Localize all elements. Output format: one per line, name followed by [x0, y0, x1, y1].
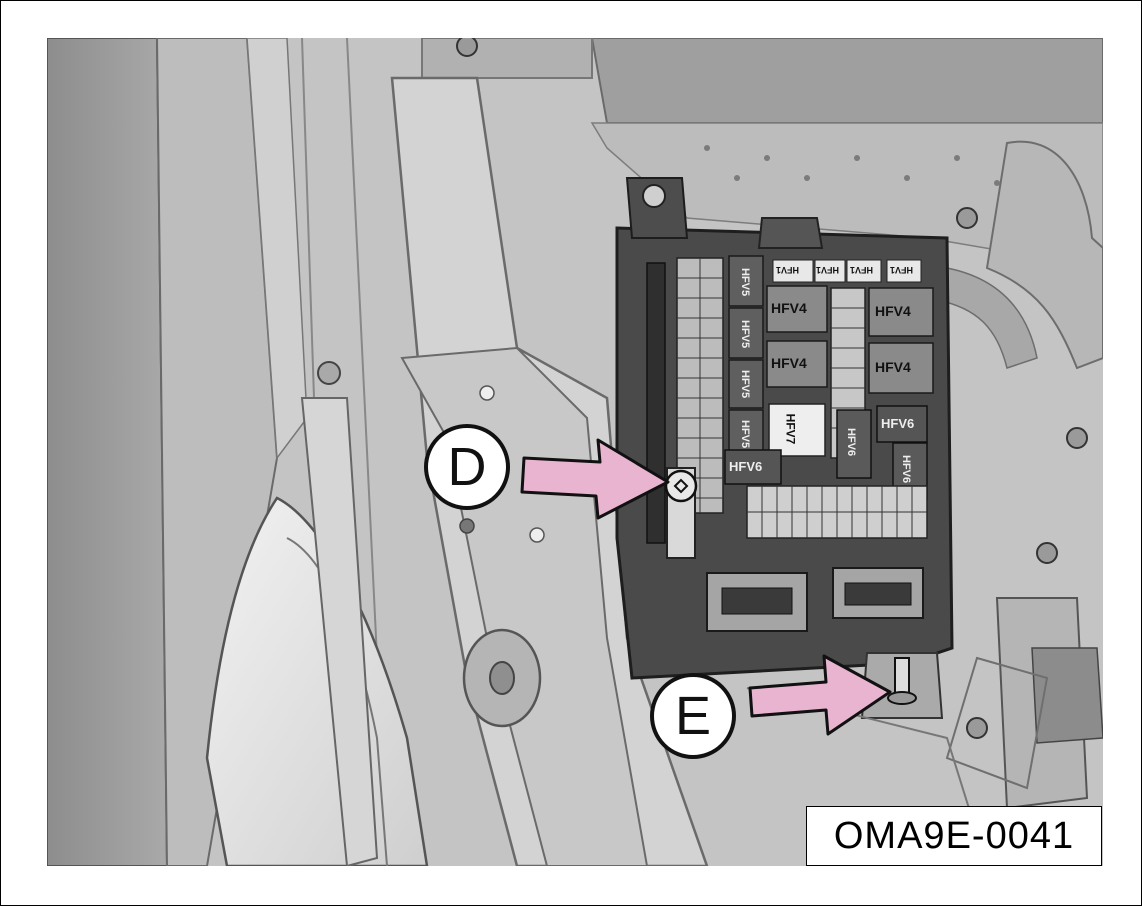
relay-label: HFV5 [739, 369, 752, 399]
figure-code-label: OMA9E-0041 [806, 806, 1102, 866]
callout-e: E [650, 673, 736, 759]
relay-label: HFV6 [729, 459, 763, 474]
relay-label: HFV5 [739, 319, 752, 349]
relay-label: HFV5 [739, 267, 752, 297]
relay-label: HFV4 [771, 300, 807, 316]
callout-d: D [424, 424, 510, 510]
relay-label: HFV4 [875, 303, 911, 319]
relay-label: HFV4 [875, 359, 911, 375]
relay-label: HFV6 [881, 416, 915, 431]
relay-label: HFV6 [900, 454, 913, 484]
fuse-label-layer: HFV4 HFV4 HFV4 HFV4 HFV6 HFV6 HFV5 HFV5 … [47, 38, 1103, 866]
relay-label: HFV6 [845, 427, 858, 457]
relay-label: HFV5 [739, 419, 752, 449]
relay-label: HFV4 [771, 355, 807, 371]
relay-label: HFV1 [816, 265, 840, 275]
relay-label: HFV1 [890, 265, 914, 275]
relay-label: HFV1 [850, 265, 874, 275]
relay-label: HFV7 [783, 413, 798, 445]
relay-label: HFV1 [776, 265, 800, 275]
engine-bay-illustration: HFV4 HFV4 HFV4 HFV4 HFV6 HFV6 HFV5 HFV5 … [47, 38, 1103, 866]
